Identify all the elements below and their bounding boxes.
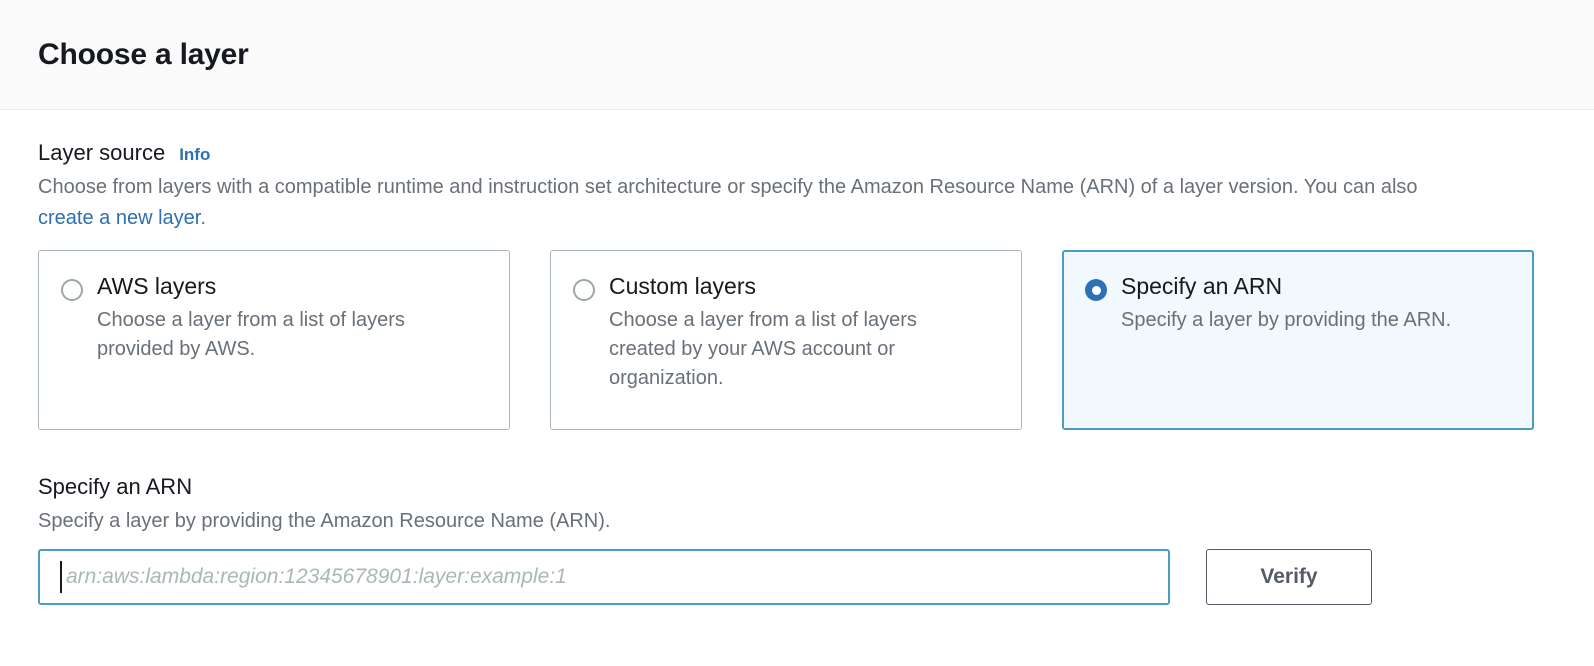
modal-header: Choose a layer [0, 0, 1594, 110]
arn-input-wrapper [38, 548, 1170, 605]
arn-section: Specify an ARN Specify a layer by provid… [38, 474, 1556, 605]
arn-heading: Specify an ARN [38, 474, 193, 500]
radio-custom-layers[interactable] [573, 279, 595, 302]
page-title: Choose a layer [38, 37, 249, 71]
option-aws-layers-text: AWS layers Choose a layer from a list of… [97, 273, 457, 363]
create-new-layer-link[interactable]: create a new layer [38, 207, 201, 230]
option-specify-arn-title: Specify an ARN [1121, 273, 1283, 300]
modal-body: Layer source Info Choose from layers wit… [0, 110, 1594, 605]
arn-input[interactable] [38, 548, 1170, 605]
option-aws-layers-description: Choose a layer from a list of layers pro… [97, 308, 405, 360]
option-aws-layers-title: AWS layers [97, 273, 217, 300]
arn-input-row: Verify [38, 548, 1556, 605]
layer-source-description-part2: . [200, 207, 206, 230]
text-caret [60, 560, 62, 593]
option-specify-arn-description: Specify a layer by providing the ARN. [1121, 308, 1452, 331]
arn-description: Specify a layer by providing the Amazon … [38, 509, 611, 532]
option-specify-arn[interactable]: Specify an ARN Specify a layer by provid… [1062, 250, 1534, 431]
option-custom-layers-title: Custom layers [609, 273, 756, 300]
verify-button[interactable]: Verify [1206, 548, 1372, 605]
radio-specify-arn[interactable] [1085, 279, 1107, 302]
layer-source-label-row: Layer source Info [38, 140, 1556, 166]
option-custom-layers-description: Choose a layer from a list of layers cre… [609, 308, 917, 389]
option-custom-layers[interactable]: Custom layers Choose a layer from a list… [550, 250, 1022, 431]
layer-source-description-part1: Choose from layers with a compatible run… [38, 176, 1418, 199]
info-link[interactable]: Info [179, 145, 211, 164]
option-custom-layers-text: Custom layers Choose a layer from a list… [609, 273, 969, 392]
layer-source-label: Layer source [38, 140, 166, 165]
layer-source-description: Choose from layers with a compatible run… [38, 172, 1478, 234]
option-specify-arn-text: Specify an ARN Specify a layer by provid… [1121, 273, 1451, 334]
option-aws-layers[interactable]: AWS layers Choose a layer from a list of… [38, 250, 510, 431]
layer-source-options: AWS layers Choose a layer from a list of… [38, 250, 1556, 431]
radio-aws-layers[interactable] [61, 279, 83, 302]
